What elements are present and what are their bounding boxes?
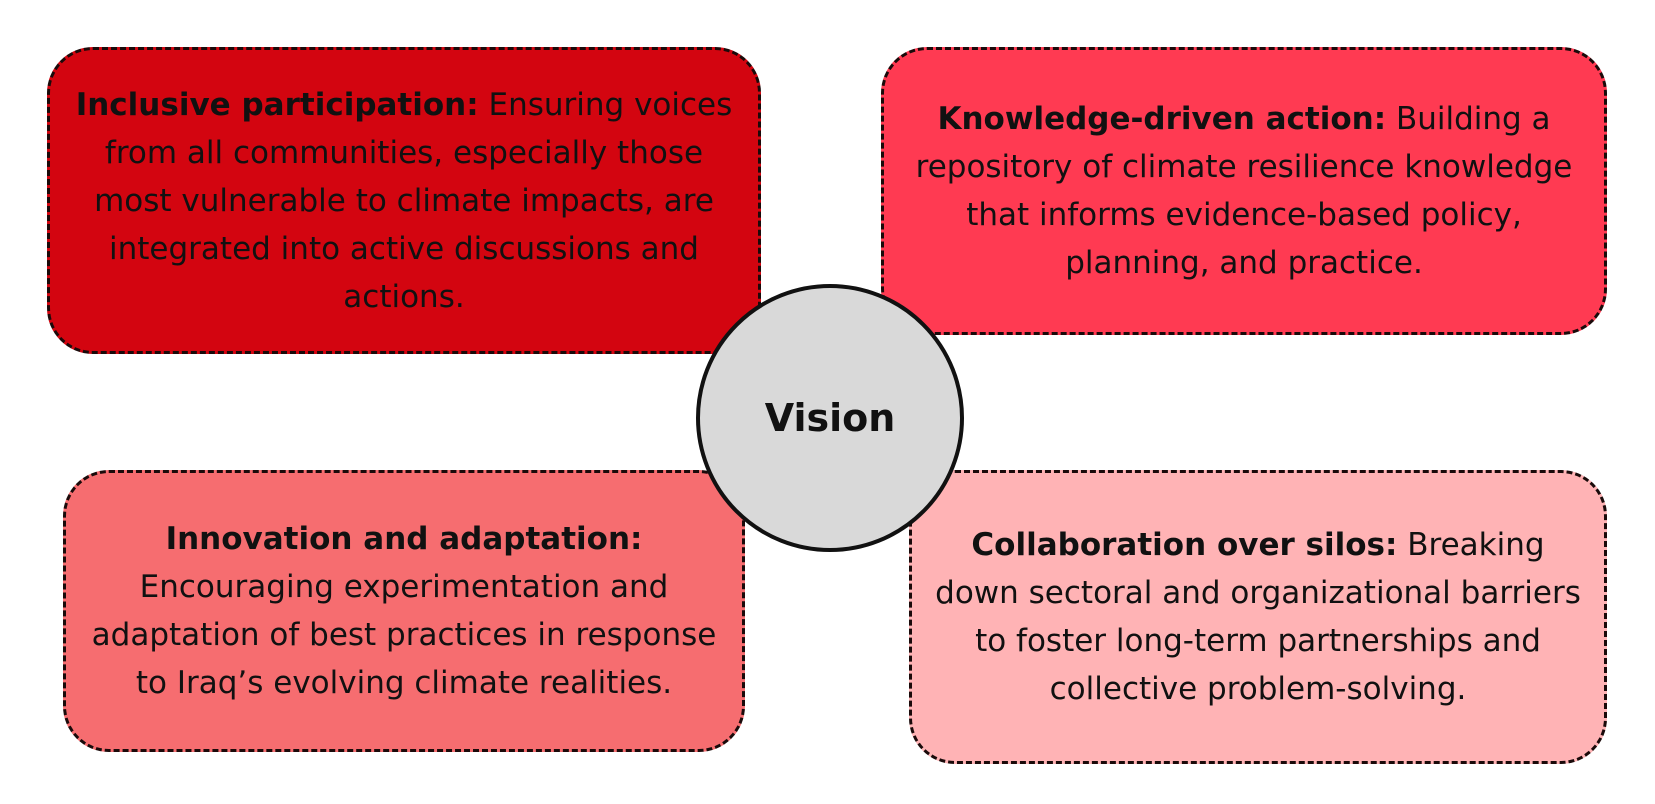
card-heading: Collaboration over silos: [971,527,1398,563]
card-description: Building a repository of climate resilie… [915,101,1573,281]
card-heading: Knowledge-driven action: [937,101,1387,137]
card-innovation-and-adaptation: Innovation and adaptation: Encouraging e… [63,470,745,752]
card-text: Innovation and adaptation: Encouraging e… [86,515,722,707]
card-heading: Innovation and adaptation: [165,521,643,557]
vision-circle: Vision [696,284,964,552]
card-inclusive-participation: Inclusive participation: Ensuring voices… [47,47,761,354]
card-description: Encouraging experimentation and adaptati… [91,569,717,701]
card-description: Breaking down sectoral and organizationa… [935,527,1581,707]
card-knowledge-driven-action: Knowledge-driven action: Building a repo… [881,47,1607,335]
vision-label: Vision [764,396,896,440]
card-description: Ensuring voices from all communities, es… [94,86,733,315]
card-text: Inclusive participation: Ensuring voices… [70,81,738,321]
card-text: Collaboration over silos: Breaking down … [932,521,1584,713]
card-collaboration-over-silos: Collaboration over silos: Breaking down … [909,470,1607,764]
card-heading: Inclusive participation: [75,86,479,123]
card-text: Knowledge-driven action: Building a repo… [904,95,1584,287]
